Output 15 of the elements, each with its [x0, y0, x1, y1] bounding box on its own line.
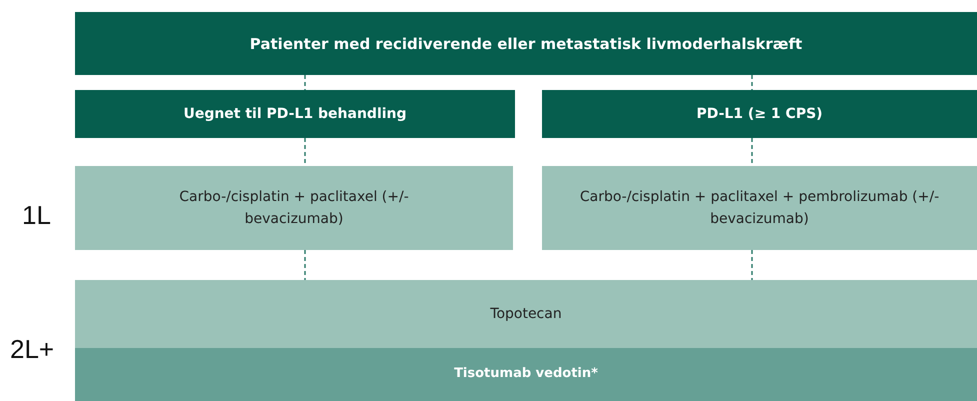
treatment-box: Carbo-/cisplatin + paclitaxel + pembrolizumab (+/- bevacizumab): [542, 166, 977, 250]
connector-line: [751, 250, 753, 280]
category-box: Uegnet til PD-L1 behandling: [75, 90, 515, 138]
category-box: PD-L1 (≥ 1 CPS): [542, 90, 977, 138]
treatment-box: Carbo-/cisplatin + paclitaxel (+/- bevacizumab): [75, 166, 513, 250]
connector-line: [751, 75, 753, 90]
line-of-therapy-label: 1L: [22, 200, 51, 231]
line-of-therapy-label: 2L+: [10, 334, 54, 365]
treatment-box: Topotecan: [75, 280, 977, 348]
connector-line: [304, 138, 306, 166]
header-box: Patienter med recidiverende eller metastatisk livmoderhalskræft: [75, 12, 977, 75]
connector-line: [751, 138, 753, 166]
treatment-box: Tisotumab vedotin*: [75, 348, 977, 401]
connector-line: [304, 250, 306, 280]
connector-line: [304, 75, 306, 90]
